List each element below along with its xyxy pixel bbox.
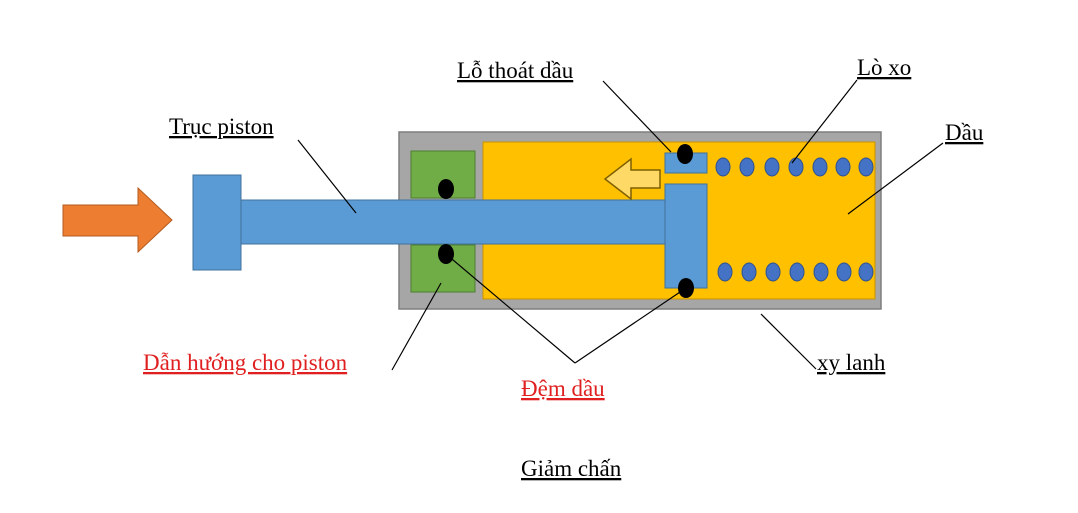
label-xy-lanh: xy lanh	[817, 350, 886, 375]
label-truc-piston: Trục piston	[169, 114, 274, 139]
spring-coils-top	[715, 157, 874, 177]
label-dem-dau: Đệm dầu	[521, 376, 605, 401]
rod-end-cap	[192, 174, 242, 271]
label-lo-thoat-dau: Lỗ thoát dầu	[457, 58, 574, 83]
oil-flow-arrow	[603, 157, 661, 201]
piston-head	[664, 183, 708, 289]
label-dan-huong-cho-piston: Dẫn hướng cho piston	[143, 350, 348, 375]
piston-rod	[240, 199, 670, 245]
piston-guide-bottom	[410, 244, 476, 293]
piston-guide-top	[410, 150, 476, 199]
seal-piston-top	[677, 144, 693, 164]
leader-lines	[297, 79, 944, 371]
label-dau: Dầu	[945, 120, 984, 145]
seal-guide-top	[438, 179, 454, 199]
input-force-arrow	[62, 186, 173, 254]
label-lo-xo: Lò xo	[857, 55, 911, 80]
diagram-caption: Giảm chấn	[521, 456, 622, 481]
spring-coils-bottom	[717, 262, 874, 282]
